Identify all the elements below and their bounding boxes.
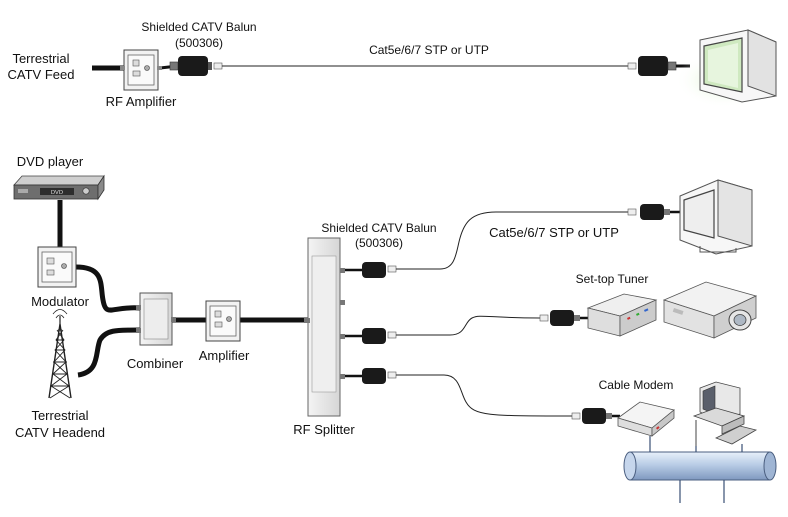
- computer-icon: [692, 381, 758, 448]
- modulator-label: Modulator: [31, 294, 89, 309]
- combiner-label: Combiner: [127, 356, 184, 371]
- network-pipe-icon: [623, 436, 777, 503]
- tv-monitor-icon: [679, 179, 753, 255]
- modulator-to-combiner-cable: [75, 264, 141, 313]
- top-balun-label-line1: Shielded CATV Balun: [141, 20, 256, 34]
- balun-icon: [627, 204, 670, 220]
- balun-icon: [169, 56, 223, 76]
- top-amplifier-label: RF Amplifier: [106, 94, 177, 109]
- balun-icon: [571, 408, 612, 424]
- cable-modem-label: Cable Modem: [599, 378, 674, 392]
- balun-icon: [362, 368, 397, 384]
- dvd-player-icon: DVD: [13, 174, 105, 201]
- dvd-panel-label: DVD: [51, 190, 63, 196]
- projector-icon: [662, 281, 758, 339]
- modulator-icon: [37, 246, 77, 288]
- headend-label-line1: Terrestrial: [31, 408, 88, 423]
- amplifier-label: Amplifier: [199, 348, 250, 363]
- top-balun-label-line2: (500306): [175, 36, 223, 50]
- bottom-cable-label: Cat5e/6/7 STP or UTP: [489, 225, 619, 240]
- modem-utp-cable: [396, 374, 573, 417]
- top-feed-label-line2: CATV Feed: [8, 67, 75, 82]
- bottom-balun-label-line2: (500306): [355, 236, 403, 250]
- splitter-label: RF Splitter: [293, 422, 355, 437]
- headend-to-combiner-cable: [77, 327, 141, 378]
- tuner-utp-cable: [396, 315, 541, 336]
- balun-icon: [627, 56, 677, 76]
- balun-icon: [362, 328, 397, 344]
- settop-tuner-label: Set-top Tuner: [576, 272, 649, 286]
- balun-icon: [539, 310, 580, 326]
- top-feed-label-line1: Terrestrial: [12, 51, 69, 66]
- dvd-player-label: DVD player: [17, 154, 84, 169]
- splitter-icon: [304, 237, 345, 417]
- headend-label-line2: CATV Headend: [15, 425, 105, 440]
- tv-monitor-icon: [675, 29, 777, 108]
- tv-utp-cable: [396, 211, 628, 270]
- rf-amplifier-icon: [205, 300, 241, 342]
- bottom-section: DVD: [13, 154, 777, 503]
- top-cable-label: Cat5e/6/7 STP or UTP: [369, 43, 489, 57]
- rf-amplifier-icon: [120, 49, 162, 91]
- cable-modem-icon: [617, 401, 675, 437]
- settop-box-icon: [586, 293, 658, 337]
- antenna-tower-icon: [48, 309, 72, 399]
- balun-icon: [362, 262, 397, 278]
- combiner-icon: [136, 292, 176, 346]
- bottom-balun-label-line1: Shielded CATV Balun: [321, 221, 436, 235]
- top-row: Terrestrial CATV Feed Shielded CATV Balu…: [8, 20, 777, 109]
